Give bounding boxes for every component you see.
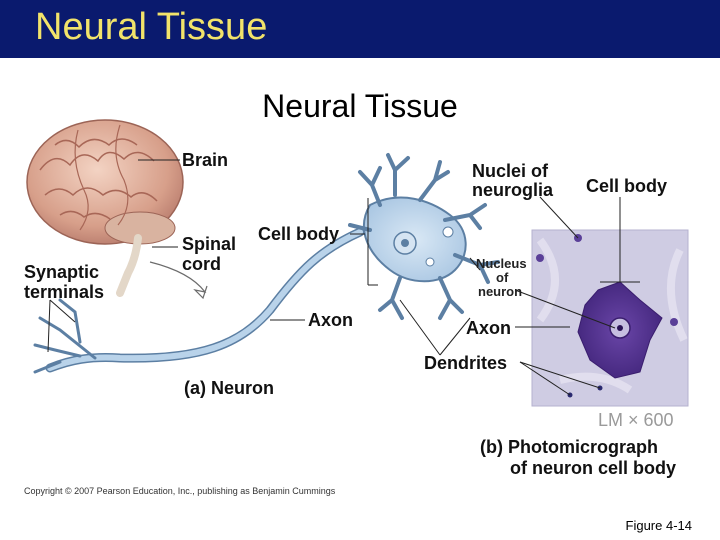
neuron-illustration [33, 153, 500, 374]
title-bar: Neural Tissue [0, 0, 720, 58]
label-terminals: terminals [24, 282, 104, 302]
figure-number: Figure 4-14 [625, 518, 692, 533]
label-nucleus: Nucleus [476, 256, 527, 271]
brain-illustration [26, 119, 184, 297]
caption-a: (a) Neuron [184, 378, 274, 398]
label-cell-body-a: Cell body [258, 224, 339, 244]
label-of: of [496, 270, 509, 285]
label-magnification: LM × 600 [598, 410, 674, 430]
spinal-cord-arrow [149, 261, 208, 300]
label-nuclei-of: Nuclei of [472, 161, 549, 181]
slide-subtitle: Neural Tissue [262, 88, 458, 124]
copyright-notice: Copyright © 2007 Pearson Education, Inc.… [24, 486, 336, 496]
label-cord: cord [182, 254, 221, 274]
label-axon-a: Axon [308, 310, 353, 330]
label-spinal: Spinal [182, 234, 236, 254]
label-axon-b: Axon [466, 318, 511, 338]
label-brain: Brain [182, 150, 228, 170]
photomicrograph [531, 229, 689, 407]
label-dendrites: Dendrites [424, 353, 507, 373]
leader-lines [47, 159, 640, 396]
label-neuron: neuron [478, 284, 522, 299]
caption-b-line2: of neuron cell body [510, 458, 676, 478]
caption-b-line1: (b) Photomicrograph [480, 437, 658, 457]
slide-title: Neural Tissue [35, 6, 268, 48]
label-synaptic: Synaptic [24, 262, 99, 282]
label-cell-body-b: Cell body [586, 176, 667, 196]
label-neuroglia: neuroglia [472, 180, 554, 200]
